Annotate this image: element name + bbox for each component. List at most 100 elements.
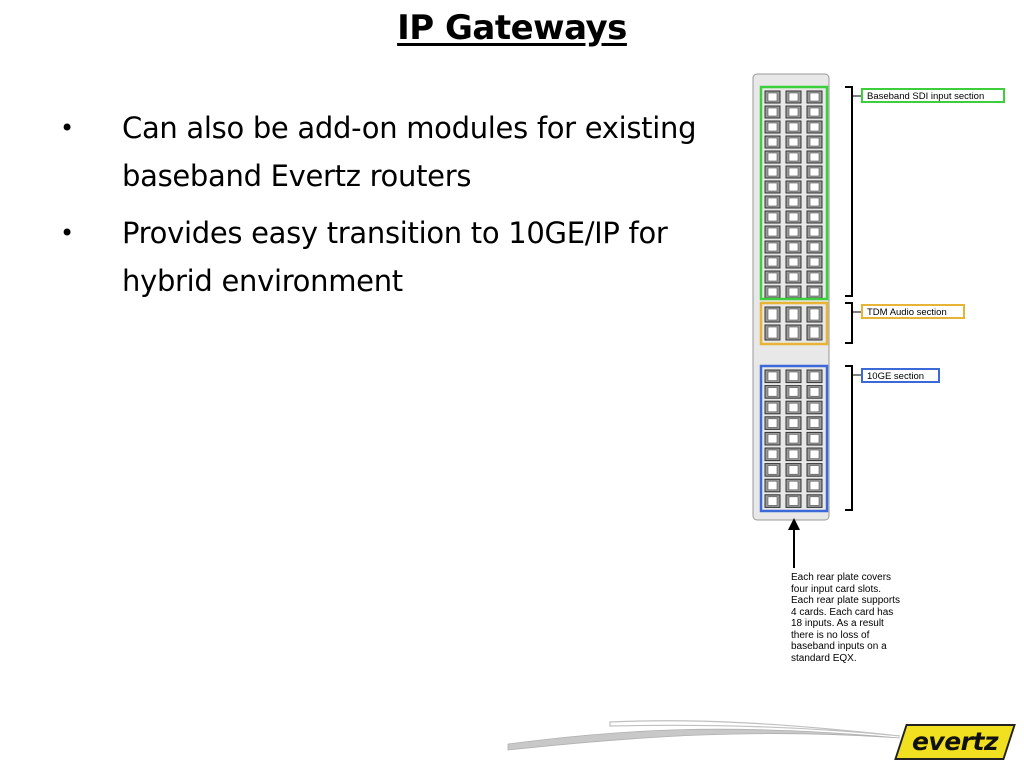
connector-port-socket (767, 387, 778, 397)
connector-port (785, 270, 802, 284)
connector-port-socket (788, 480, 799, 491)
connector-port (764, 120, 781, 134)
connector-port-socket (767, 434, 778, 444)
connector-port-socket (788, 137, 799, 147)
connector-port-socket (809, 167, 820, 177)
connector-port (806, 120, 823, 134)
connector-port (785, 210, 802, 224)
connector-port-socket (788, 182, 799, 192)
connector-port (764, 180, 781, 194)
connector-port-socket (788, 434, 799, 444)
connector-port (764, 431, 781, 446)
arrow-up-icon (788, 518, 800, 530)
connector-port-socket (767, 308, 778, 321)
connector-port (806, 165, 823, 179)
connector-port-socket (788, 496, 799, 506)
connector-port (764, 210, 781, 224)
bullet-list: • Can also be add-on modules for existin… (60, 104, 760, 314)
connector-port-socket (788, 287, 799, 297)
connector-port-socket (809, 257, 820, 267)
connector-port (785, 385, 802, 399)
rear-plate-note: Each rear plate covers four input card s… (791, 572, 900, 664)
tdm-section-bracket (845, 302, 853, 344)
sdi-section-outline (759, 85, 829, 301)
connector-port (806, 385, 823, 399)
connector-port-socket (809, 287, 820, 297)
connector-port (806, 105, 823, 119)
connector-port-socket (788, 197, 799, 207)
connector-port-socket (809, 480, 820, 491)
connector-port-socket (767, 257, 778, 267)
connector-port-socket (788, 449, 799, 459)
connector-port-socket (767, 242, 778, 252)
connector-port (806, 494, 823, 508)
connector-port-socket (767, 465, 778, 475)
tenge-section-label: 10GE section (861, 368, 940, 383)
connector-port (785, 431, 802, 446)
connector-port (764, 105, 781, 119)
sdi-section-bracket (845, 86, 853, 297)
connector-port-socket (788, 227, 799, 237)
connector-port-socket (809, 212, 820, 222)
connector-port (764, 324, 781, 341)
connector-port-socket (809, 418, 820, 428)
connector-port-socket (788, 272, 799, 282)
connector-port-socket (788, 308, 799, 321)
connector-port-socket (767, 212, 778, 222)
connector-port (764, 447, 781, 462)
connector-port (764, 150, 781, 164)
connector-port (806, 90, 823, 104)
connector-port (785, 494, 802, 508)
connector-port-socket (767, 122, 778, 132)
connector-port (806, 135, 823, 149)
connector-port-socket (809, 197, 820, 207)
connector-port (785, 447, 802, 462)
tenge-section-bracket (845, 365, 853, 511)
connector-port (764, 165, 781, 179)
connector-port-socket (767, 137, 778, 147)
connector-port-socket (767, 227, 778, 237)
bullet-item: • Can also be add-on modules for existin… (60, 104, 760, 200)
connector-port-socket (788, 387, 799, 397)
connector-port (764, 195, 781, 209)
connector-port (764, 385, 781, 399)
logo-swoosh (507, 728, 901, 751)
connector-port (785, 306, 802, 323)
connector-port (785, 120, 802, 134)
logo-swoosh (609, 720, 901, 737)
sdi-section-label: Baseband SDI input section (861, 88, 1005, 103)
connector-port-socket (788, 418, 799, 428)
connector-port-socket (788, 212, 799, 222)
connector-port-socket (809, 402, 820, 413)
connector-port (764, 478, 781, 493)
connector-port (806, 324, 823, 341)
connector-port-socket (809, 92, 820, 102)
connector-port (764, 135, 781, 149)
tdm-section-label: TDM Audio section (861, 304, 965, 319)
connector-port-socket (788, 107, 799, 117)
connector-port-socket (767, 182, 778, 192)
connector-port (785, 150, 802, 164)
connector-port (806, 463, 823, 477)
connector-port (764, 494, 781, 508)
tdm-port-grid (764, 306, 823, 341)
connector-port-socket (788, 326, 799, 339)
connector-port-socket (788, 242, 799, 252)
connector-port-socket (767, 107, 778, 117)
connector-port (806, 400, 823, 415)
connector-port-socket (788, 257, 799, 267)
connector-port-socket (788, 465, 799, 475)
connector-port-socket (809, 122, 820, 132)
connector-port (785, 255, 802, 269)
connector-port (764, 306, 781, 323)
connector-port (764, 90, 781, 104)
connector-port-socket (809, 272, 820, 282)
connector-port-socket (809, 496, 820, 506)
connector-port (806, 270, 823, 284)
connector-port (785, 165, 802, 179)
connector-port (806, 306, 823, 323)
connector-port-socket (767, 287, 778, 297)
bullet-text: Provides easy transition to 10GE/IP for … (122, 216, 668, 298)
connector-port (785, 369, 802, 384)
connector-port-socket (767, 152, 778, 162)
